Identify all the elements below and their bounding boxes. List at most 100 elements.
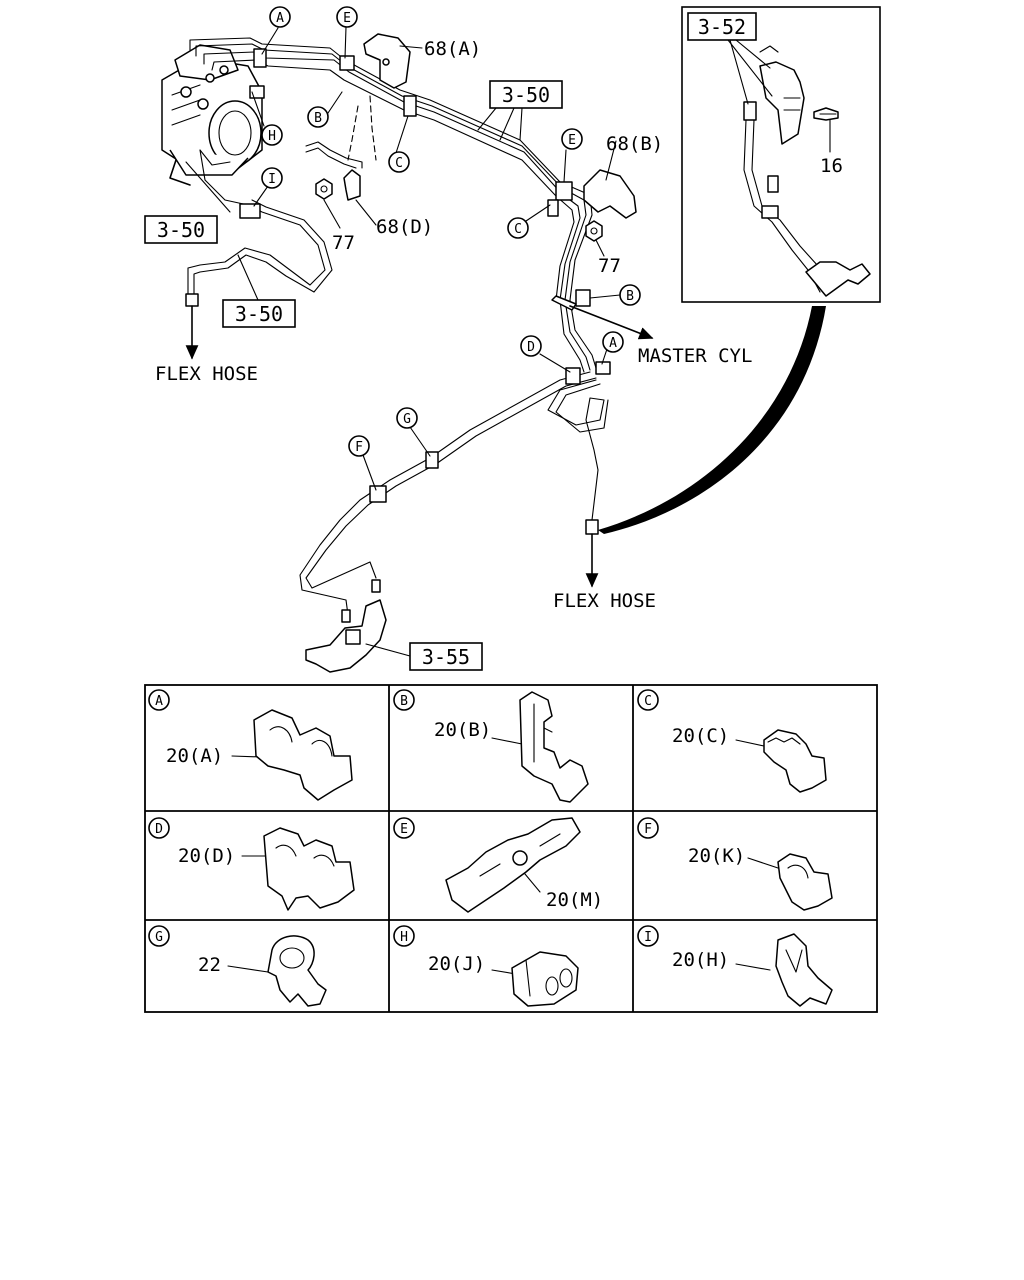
callout-c-left bbox=[388, 151, 410, 173]
ref-box-3-50-left bbox=[144, 215, 218, 244]
clip-b-drawing bbox=[519, 691, 589, 803]
part-77-right-label: 77 bbox=[598, 255, 621, 277]
clip-f-part-label: 20(K) bbox=[688, 845, 745, 867]
inset-clip-upper bbox=[767, 175, 779, 193]
clip-g-drawing bbox=[267, 935, 327, 1007]
callout-f-text: F bbox=[355, 440, 363, 455]
clip-cell-b: B 20(B) bbox=[393, 689, 589, 803]
part-68b-label: 68(B) bbox=[606, 133, 663, 155]
clip-b-right bbox=[575, 289, 591, 307]
clip-g-part-label: 22 bbox=[198, 954, 221, 976]
clip-i-letter: I bbox=[644, 930, 652, 945]
clip-g bbox=[425, 451, 439, 469]
clip-h-part-label: 20(J) bbox=[428, 953, 485, 975]
ref-3-52: 3-52 bbox=[698, 15, 746, 39]
clip-a-letter: A bbox=[155, 694, 163, 709]
brake-pipe-bundle bbox=[187, 37, 609, 616]
clip-f-drawing bbox=[777, 853, 833, 911]
clip-e-letter: E bbox=[400, 822, 408, 837]
clip-cell-h: H 20(J) bbox=[393, 925, 579, 1007]
part-16-label: 16 bbox=[820, 155, 843, 177]
ref-box-3-55 bbox=[409, 642, 483, 671]
clip-a-part-label: 20(A) bbox=[166, 745, 223, 767]
bracket-68d bbox=[343, 169, 361, 201]
callout-d bbox=[520, 335, 542, 357]
clip-a-mid bbox=[595, 361, 611, 375]
pipe-clips bbox=[239, 48, 611, 503]
callout-a-top bbox=[269, 6, 291, 28]
master-cyl-label: MASTER CYL bbox=[638, 345, 752, 367]
clip-cell-e: E 20(M) bbox=[393, 817, 603, 913]
abs-hydraulic-unit bbox=[161, 44, 263, 186]
callout-a-top-text: A bbox=[276, 11, 284, 26]
flex-hose-fitting-bottom bbox=[585, 519, 599, 535]
bracket-3-55 bbox=[305, 579, 387, 673]
clip-c-left bbox=[403, 95, 417, 117]
callout-e-right-text: E bbox=[568, 133, 576, 148]
flex-hose-bottom-label: FLEX HOSE bbox=[553, 590, 656, 612]
clip-cell-a: A 20(A) bbox=[148, 689, 353, 801]
inset-frame bbox=[681, 6, 881, 303]
clip-cell-i: I 20(H) bbox=[637, 925, 833, 1007]
callout-c-left-text: C bbox=[395, 156, 403, 171]
clip-h-drawing bbox=[511, 951, 579, 1007]
clip-f bbox=[369, 485, 387, 503]
clip-d-letter: D bbox=[155, 822, 163, 837]
callout-c-right bbox=[507, 217, 529, 239]
callout-b-left bbox=[307, 106, 329, 128]
ref-box-3-50-top bbox=[489, 80, 563, 109]
clip-cell-d: D 20(D) bbox=[148, 817, 355, 911]
callout-h-text: H bbox=[268, 129, 276, 144]
ref-3-50-bottom: 3-50 bbox=[235, 302, 283, 326]
callout-b-left-text: B bbox=[314, 111, 322, 126]
master-cyl-fitting bbox=[551, 295, 577, 311]
callout-f bbox=[348, 435, 370, 457]
clip-e-top bbox=[339, 55, 355, 71]
clip-cell-f: F 20(K) bbox=[637, 817, 833, 911]
inset-reference-curve bbox=[598, 306, 826, 534]
callout-e-top bbox=[336, 6, 358, 28]
reference-boxes: 3-50 3-50 3-50 3-55 3-52 bbox=[144, 12, 757, 671]
clip-c-drawing bbox=[763, 729, 827, 793]
part-68a-label: 68(A) bbox=[424, 38, 481, 60]
callout-b-right bbox=[619, 284, 641, 306]
callout-g-text: G bbox=[403, 412, 411, 427]
clip-cell-c: C 20(C) bbox=[637, 689, 827, 793]
callout-h bbox=[261, 124, 283, 146]
clip-d-drawing bbox=[263, 827, 355, 911]
callout-i-text: I bbox=[268, 172, 276, 187]
bracket-68b bbox=[583, 169, 637, 219]
inset-3-52 bbox=[681, 6, 881, 303]
part-68d-label: 68(D) bbox=[376, 216, 433, 238]
nuts-77 bbox=[315, 178, 603, 242]
callout-a-mid bbox=[602, 331, 624, 353]
flex-hose-fitting-left bbox=[185, 293, 199, 307]
ref-box-3-52 bbox=[687, 12, 757, 41]
callout-i bbox=[261, 167, 283, 189]
clip-d-part-label: 20(D) bbox=[178, 845, 235, 867]
ref-3-50-left: 3-50 bbox=[157, 218, 205, 242]
clip-cell-g: G 22 bbox=[148, 925, 327, 1007]
clip-b-part-label: 20(B) bbox=[434, 719, 491, 741]
clip-h-letter: H bbox=[400, 930, 408, 945]
clip-i bbox=[239, 203, 261, 219]
callout-d-text: D bbox=[527, 340, 535, 355]
flex-hose-left-label: FLEX HOSE bbox=[155, 363, 258, 385]
ref-3-55: 3-55 bbox=[422, 645, 470, 669]
inset-fitting bbox=[743, 101, 757, 121]
ref-box-3-50-bottom bbox=[222, 299, 296, 328]
clip-c-right bbox=[547, 199, 559, 217]
callout-b-right-text: B bbox=[626, 289, 634, 304]
clip-e-right bbox=[555, 181, 573, 201]
clip-table-frame bbox=[144, 684, 878, 1013]
callout-circles: A E H B C I E C B A D G F bbox=[261, 6, 641, 457]
clip-f-letter: F bbox=[644, 822, 652, 837]
clip-i-drawing bbox=[775, 933, 833, 1007]
callout-e-top-text: E bbox=[343, 11, 351, 26]
clip-b-letter: B bbox=[400, 694, 408, 709]
callout-c-right-text: C bbox=[514, 222, 522, 237]
clip-i-part-label: 20(H) bbox=[672, 949, 729, 971]
callout-g bbox=[396, 407, 418, 429]
clip-g-letter: G bbox=[155, 930, 163, 945]
